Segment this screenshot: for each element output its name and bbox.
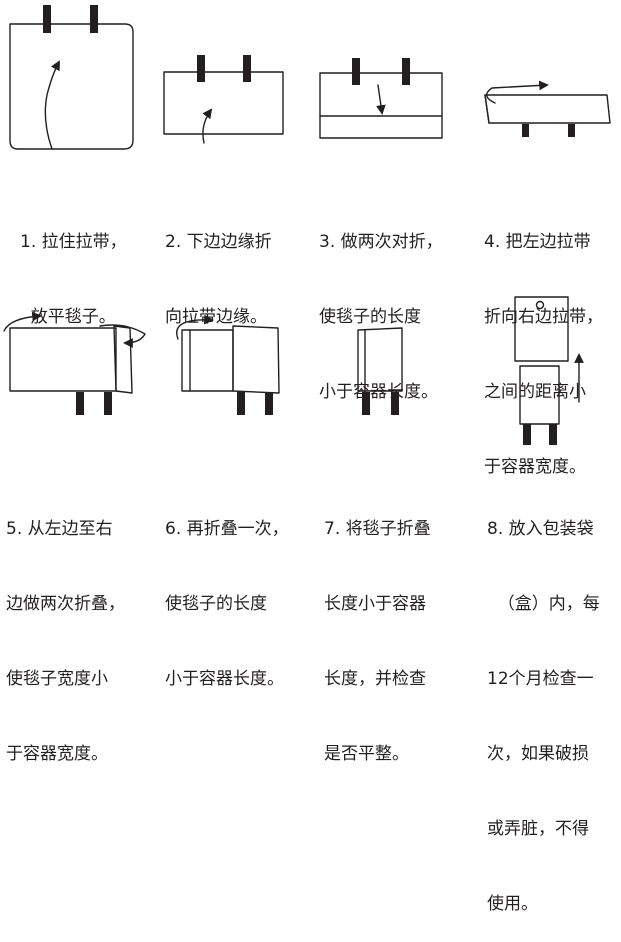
- step8-illustration: [514, 296, 584, 445]
- fold-arrow-icon: [176, 314, 214, 340]
- strap-icon: [76, 392, 84, 415]
- strap-icon: [243, 55, 251, 82]
- step1-caption: 1. 拉住拉带， 放平毯子。: [20, 232, 127, 327]
- step7-illustration: [357, 327, 403, 415]
- fold-arrow-icon: [99, 324, 146, 348]
- strap-icon: [523, 424, 531, 445]
- step4-illustration: [484, 80, 611, 137]
- step3-caption: 3. 做两次对折， 使毯子的长度 小于容器长度。: [319, 232, 443, 402]
- strap-icon: [237, 392, 245, 415]
- step5-illustration: [3, 311, 146, 415]
- fold-arrow-icon: [376, 84, 386, 115]
- strap-icon: [104, 392, 112, 415]
- step6-illustration: [176, 314, 280, 415]
- step4-caption: 4. 把左边拉带 折向右边拉带， 之间的距离小 于容器宽度。: [484, 232, 603, 477]
- step7-caption: 7. 将毯子折叠 长度小于容器 长度，并检查 是否平整。: [324, 519, 431, 764]
- fold-arrow-icon: [486, 80, 549, 104]
- step1-illustration: [9, 5, 134, 150]
- package-bag: [514, 296, 569, 362]
- strap-icon: [43, 5, 51, 33]
- strap-icon: [391, 392, 399, 415]
- step6-caption: 6. 再折叠一次， 使毯子的长度 小于容器长度。: [165, 519, 289, 689]
- fold-arrow-icon: [3, 311, 42, 332]
- step8-caption: 8. 放入包装袋 （盒）内，每 12个月检查一 次，如果破损 或弄脏，不得 使用…: [487, 519, 600, 914]
- folded-blanket: [519, 365, 560, 425]
- step2-caption: 2. 下边边缘折 向拉带边缘。: [165, 232, 272, 327]
- step3-illustration: [319, 58, 443, 139]
- strap-icon: [362, 392, 370, 415]
- step5-caption: 5. 从左边至右 边做两次折叠， 使毯子宽度小 于容器宽度。: [6, 519, 125, 764]
- fold-arrow-icon: [202, 108, 213, 144]
- strap-icon: [197, 55, 205, 82]
- folding-diagram: [3, 5, 611, 445]
- strap-icon: [549, 424, 557, 445]
- strap-icon: [568, 124, 575, 137]
- strap-icon: [90, 5, 98, 33]
- hanger-hole-icon: [535, 300, 545, 310]
- strap-icon: [522, 124, 529, 137]
- strap-icon: [265, 392, 273, 415]
- strap-icon: [352, 58, 360, 85]
- fold-arrow-icon: [44, 60, 60, 150]
- step2-illustration: [163, 55, 284, 144]
- strap-icon: [402, 58, 410, 85]
